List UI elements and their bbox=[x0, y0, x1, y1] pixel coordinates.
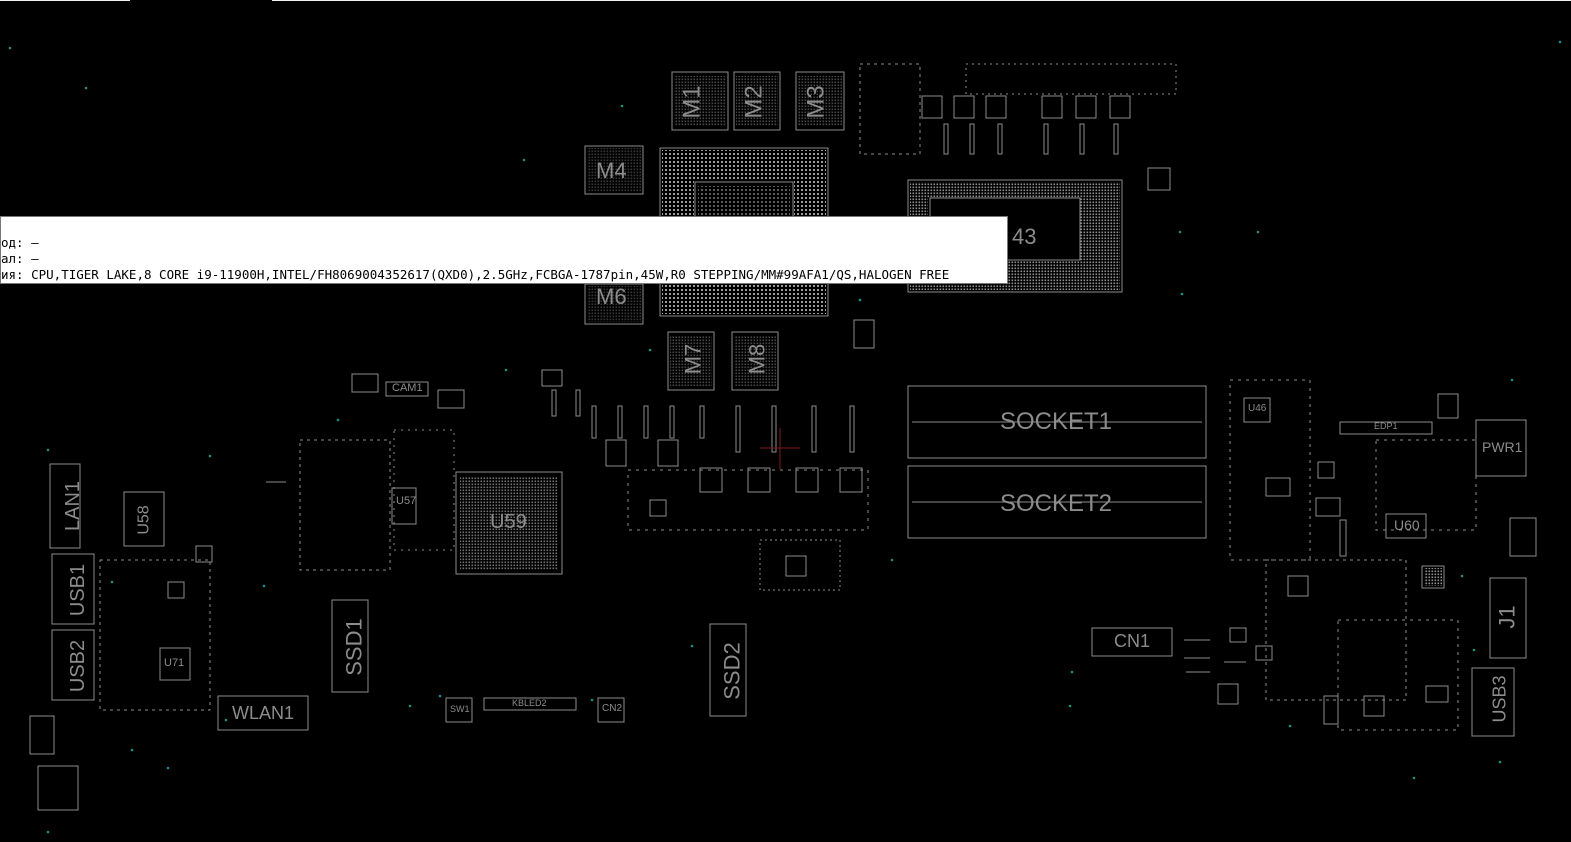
label-u57: U57 bbox=[396, 495, 417, 507]
label-m1: M1 bbox=[678, 85, 706, 119]
label-u71: U71 bbox=[164, 657, 185, 669]
label-u46: U46 bbox=[1248, 403, 1267, 414]
mosfet-7 bbox=[1147, 167, 1171, 191]
top-highlight-bar-left bbox=[0, 0, 130, 1]
small-chips bbox=[167, 319, 1449, 725]
label-m3: M3 bbox=[802, 85, 830, 119]
mosfet-5 bbox=[1075, 95, 1097, 119]
connector-bottom-left[interactable] bbox=[37, 765, 79, 811]
ssd2-outline[interactable] bbox=[709, 623, 747, 717]
label-usb2: USB2 bbox=[67, 639, 90, 693]
label-sw1: SW1 bbox=[450, 704, 470, 714]
label-ssd1: SSD1 bbox=[341, 618, 367, 676]
usb1-outline[interactable] bbox=[51, 553, 95, 625]
sw1-outline[interactable] bbox=[445, 697, 473, 723]
tooltip-line-description: ия: CPU,TIGER LAKE,8 CORE i9-11900H,INTE… bbox=[1, 267, 950, 282]
wlan1-outline[interactable] bbox=[217, 695, 309, 731]
tooltip-line-material: ал: — bbox=[1, 251, 39, 266]
chip-near-cam-2 bbox=[437, 389, 465, 409]
u58-outline[interactable] bbox=[123, 491, 165, 547]
label-u43: 43 bbox=[1012, 224, 1037, 249]
pwr1-outline[interactable] bbox=[1475, 419, 1527, 477]
passive-marks bbox=[266, 481, 1246, 673]
usb2-outline[interactable] bbox=[51, 629, 95, 701]
cam1-outline[interactable] bbox=[385, 381, 429, 397]
cursor-crosshair bbox=[760, 428, 800, 470]
u46-outline[interactable] bbox=[1243, 397, 1271, 423]
bga-pad-fields bbox=[460, 76, 1442, 586]
u60-outline[interactable] bbox=[1385, 513, 1427, 539]
label-socket2: SOCKET2 bbox=[1000, 490, 1113, 517]
chip-right-top bbox=[1437, 393, 1459, 419]
label-cam1: CAM1 bbox=[392, 382, 423, 394]
top-highlight-bar-right bbox=[272, 0, 1571, 1]
label-m7: M7 bbox=[680, 343, 706, 375]
mosfet-4 bbox=[1041, 95, 1063, 119]
socket2-outline[interactable] bbox=[907, 465, 1207, 539]
label-kbled2: KBLED2 bbox=[512, 698, 547, 708]
label-usb1: USB1 bbox=[67, 563, 90, 617]
label-cn2: CN2 bbox=[602, 703, 623, 714]
usb3-outline[interactable] bbox=[1471, 667, 1515, 737]
mosfet-3 bbox=[985, 95, 1007, 119]
label-m6: M6 bbox=[596, 284, 627, 309]
component-info-tooltip: од: — ал: — ия: CPU,TIGER LAKE,8 CORE i9… bbox=[0, 216, 1008, 284]
chip-m4-outline[interactable] bbox=[584, 145, 644, 195]
chip-m8-outline[interactable] bbox=[731, 331, 779, 391]
label-u60: U60 bbox=[1394, 517, 1420, 533]
socket1-outline[interactable] bbox=[907, 385, 1207, 459]
q45-outline bbox=[953, 95, 975, 119]
ssd1-outline[interactable] bbox=[331, 599, 369, 693]
pch-u59-outline[interactable] bbox=[455, 471, 563, 575]
label-socket1: SOCKET1 bbox=[1000, 408, 1113, 435]
u57-outline[interactable] bbox=[391, 487, 417, 525]
chip-m1-outline[interactable] bbox=[671, 71, 729, 131]
label-j1: J1 bbox=[1494, 605, 1520, 629]
chip-near-cam bbox=[351, 373, 379, 393]
chip-m7-outline[interactable] bbox=[667, 331, 715, 391]
edp1-outline[interactable] bbox=[1339, 421, 1433, 435]
passive-component-clusters bbox=[99, 63, 1477, 731]
cn2-outline[interactable] bbox=[597, 697, 625, 723]
label-cn1: CN1 bbox=[1114, 631, 1151, 651]
label-pwr1: PWR1 bbox=[1482, 439, 1523, 455]
vias bbox=[8, 40, 1562, 834]
label-usb3: USB3 bbox=[1489, 675, 1510, 723]
component-outlines bbox=[29, 71, 1537, 811]
lan1-outline[interactable] bbox=[49, 463, 81, 549]
u71-outline[interactable] bbox=[159, 647, 191, 681]
label-m8: M8 bbox=[744, 343, 770, 375]
q44-outline bbox=[921, 95, 943, 119]
label-ssd2: SSD2 bbox=[719, 642, 745, 700]
label-m2: M2 bbox=[740, 85, 768, 119]
usbc-right-outline[interactable] bbox=[1509, 517, 1537, 557]
chip-m3-outline[interactable] bbox=[795, 71, 845, 131]
chip-m2-outline[interactable] bbox=[733, 71, 781, 131]
usbc-left-outline[interactable] bbox=[29, 715, 55, 755]
chip-right-qfn bbox=[1421, 565, 1445, 589]
label-u59: U59 bbox=[490, 511, 527, 533]
chip-m6-outline[interactable] bbox=[584, 283, 644, 325]
inductor-row bbox=[551, 123, 1119, 453]
label-lan1: LAN1 bbox=[62, 480, 85, 532]
label-u58: U58 bbox=[135, 505, 153, 535]
label-m4: M4 bbox=[596, 158, 627, 183]
mosfet-6 bbox=[1109, 95, 1131, 119]
cn1-outline[interactable] bbox=[1091, 627, 1173, 657]
kbled2-outline[interactable] bbox=[483, 697, 577, 711]
j1-outline[interactable] bbox=[1489, 577, 1527, 659]
tooltip-line-code: од: — bbox=[1, 235, 39, 250]
label-edp1: EDP1 bbox=[1374, 421, 1398, 431]
label-wlan1: WLAN1 bbox=[232, 703, 295, 723]
